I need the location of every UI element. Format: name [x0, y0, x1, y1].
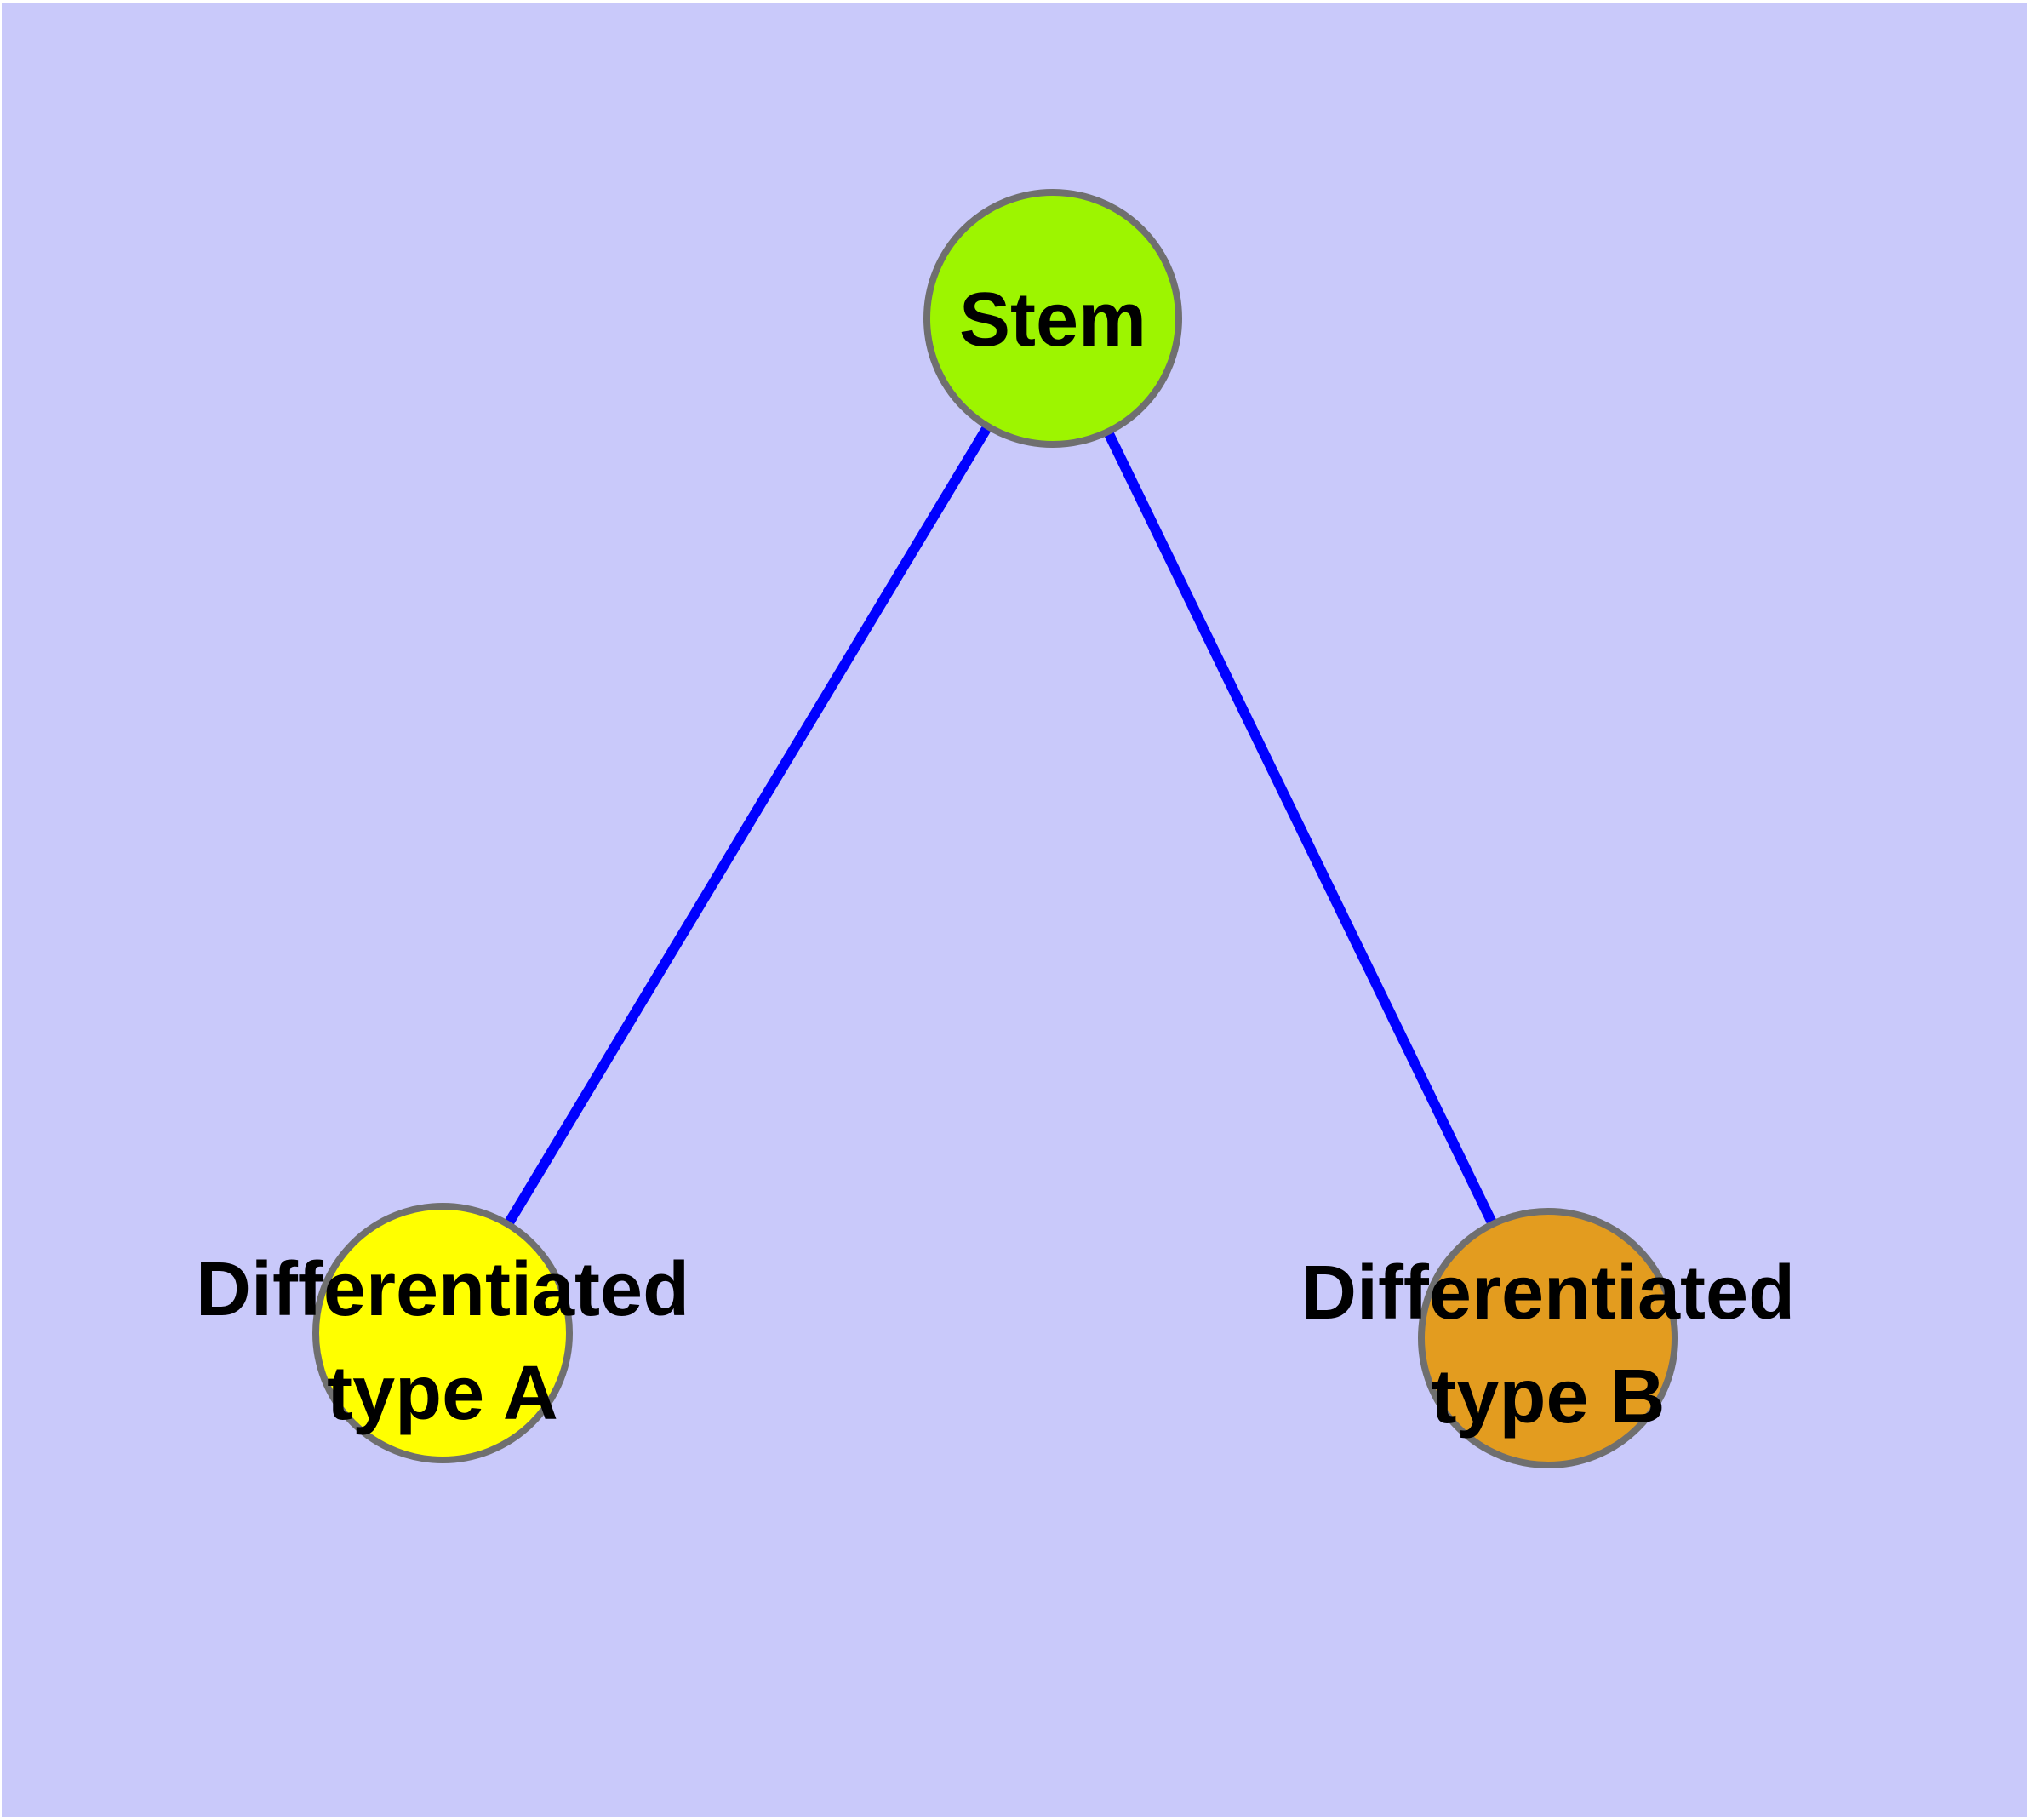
edge-stem-to-type-a	[437, 315, 1058, 1336]
node-stem-label: Stem	[959, 268, 1146, 372]
node-type-a-label: Differentiated type A	[196, 1238, 689, 1445]
node-type-a-label-line2: type A	[327, 1351, 558, 1436]
node-stem-circle	[923, 189, 1182, 448]
node-type-a-label-line1: Differentiated	[195, 1247, 690, 1332]
node-stem-label-text: Stem	[958, 278, 1147, 363]
node-type-b-label: Differentiated type B	[1301, 1241, 1795, 1449]
node-type-a-circle	[312, 1203, 573, 1463]
edge-stem-to-type-b	[1048, 316, 1553, 1341]
node-type-b-circle	[1418, 1208, 1678, 1468]
node-type-b-label-line2: type B	[1431, 1354, 1666, 1439]
node-type-b-label-line1: Differentiated	[1300, 1251, 1796, 1336]
